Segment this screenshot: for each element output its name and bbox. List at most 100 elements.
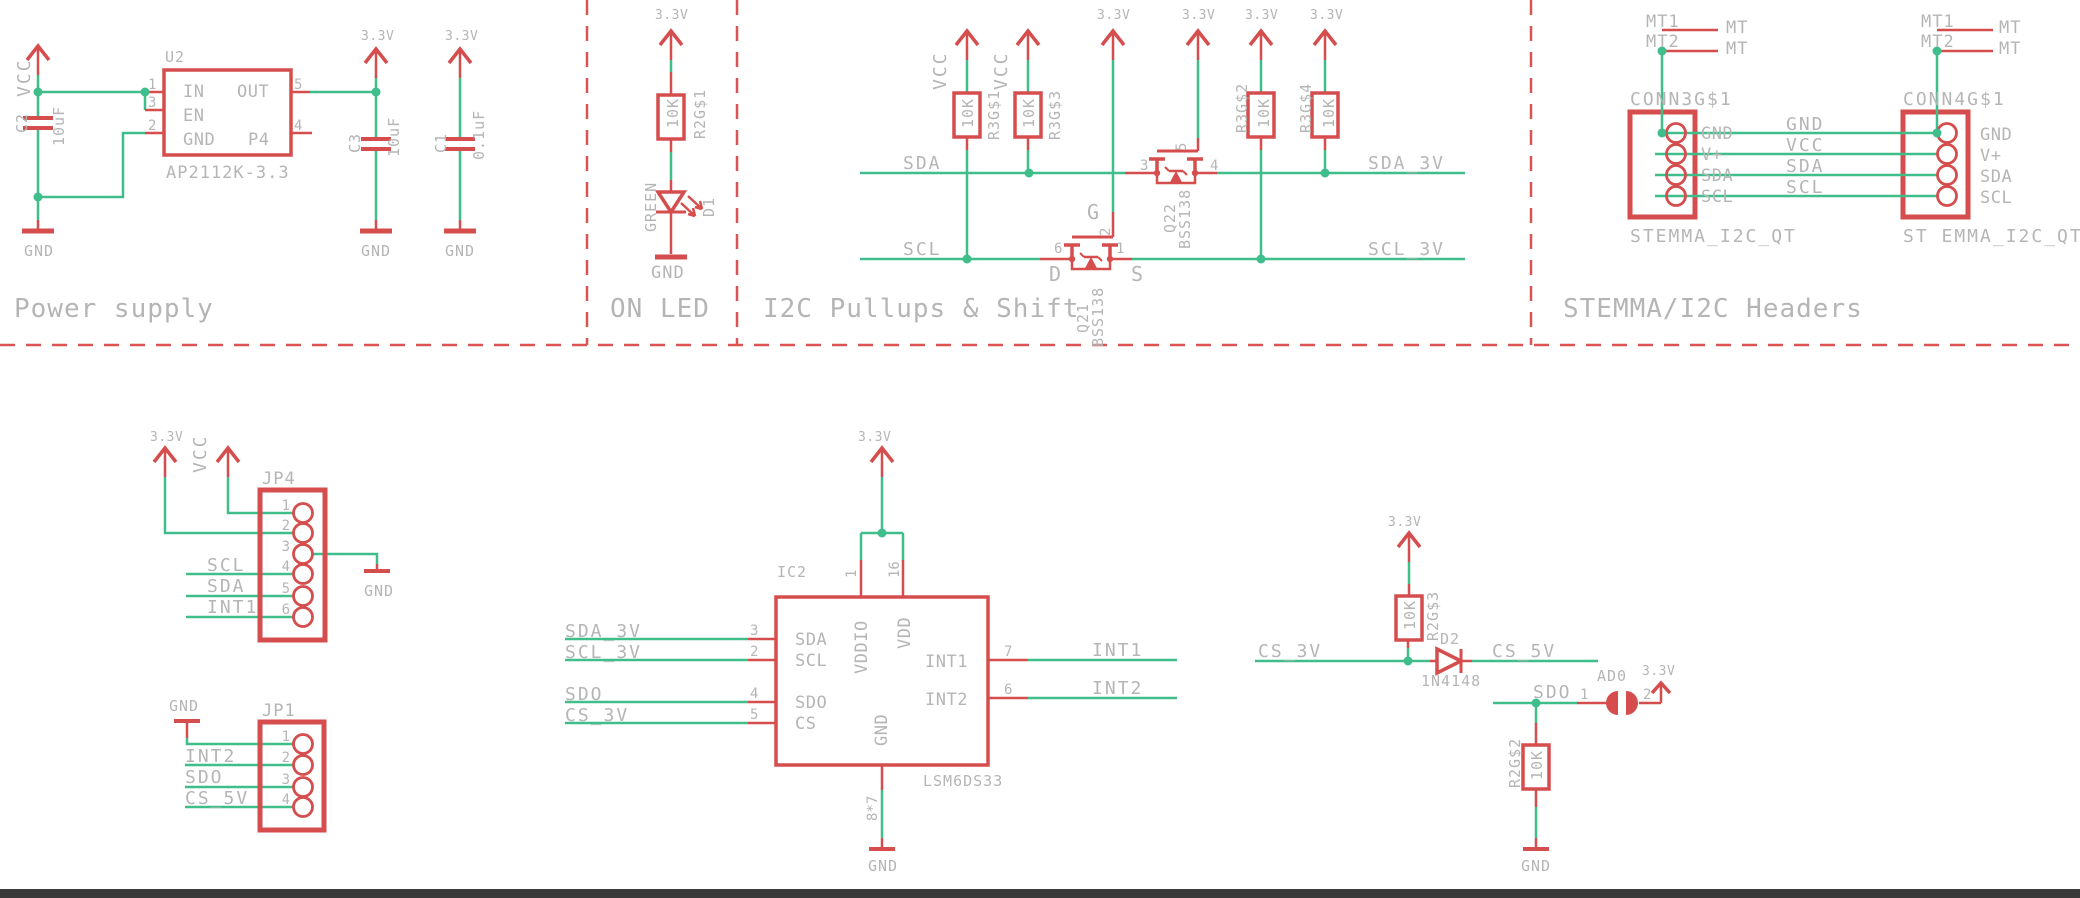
r2g1-designator: R2G$1: [691, 89, 709, 139]
cs-ad0-circuit: [1255, 531, 1672, 851]
conn4-part: ST EMMA_I2C_QT: [1903, 226, 2080, 247]
conn4-mt2-label: MT2: [1921, 32, 1955, 52]
ic2-pin3-number: 3: [750, 623, 758, 639]
net-scl-3v: SCL_3V: [565, 642, 642, 663]
vcc-label: VCC: [190, 434, 211, 473]
r3g1-value: 10K: [959, 98, 977, 128]
d2-part: 1N4148: [1421, 672, 1481, 690]
jp4-pin6-number: 6: [282, 602, 290, 618]
ic2-pin6-number: 6: [1004, 682, 1012, 698]
jp4-pin4-number: 4: [282, 559, 290, 575]
q21-part: BSS138: [1089, 287, 1107, 347]
power-nets[interactable]: [36, 75, 462, 230]
power-supply-section: [22, 44, 476, 231]
ic2-pin-cs: CS: [795, 714, 816, 734]
q22-designator: Q22: [1161, 203, 1179, 233]
r3g3-value: 10K: [1020, 98, 1038, 128]
v33-label-1: 3.3V: [361, 29, 394, 44]
net-sdo: SDO: [185, 767, 224, 788]
jp4-nets[interactable]: [163, 477, 379, 619]
u2-pin-out: OUT: [237, 82, 269, 102]
jp1-connector-body[interactable]: [257, 719, 327, 833]
net-scl-3v: SCL_3V: [1368, 239, 1445, 260]
net-int1: INT1: [1092, 640, 1143, 661]
q21-source-label: S: [1131, 262, 1143, 286]
jp1-nets[interactable]: [185, 721, 294, 809]
conn3-mt1-pin: MT: [1726, 18, 1748, 38]
conn3-designator: CONN3G$1: [1630, 89, 1733, 110]
vcc-net-label: VCC: [14, 58, 35, 97]
r2g2-value: 10K: [1528, 750, 1546, 780]
net-cs-3v: CS_3V: [565, 705, 629, 726]
i2c-nets[interactable]: [860, 60, 1465, 261]
gnd-label-top: GND: [169, 697, 199, 715]
jp1-pin3-number: 3: [282, 772, 290, 788]
connector-conn4[interactable]: [1900, 28, 1993, 220]
r3g4-designator: R3G$4: [1297, 83, 1315, 133]
ic2-body[interactable]: [774, 595, 990, 767]
net-gnd: GND: [1786, 114, 1825, 135]
section-title-onled: ON LED: [610, 294, 710, 324]
c3-designator: C3: [346, 133, 364, 153]
net-sdo: SDO: [1533, 682, 1572, 703]
solder-jumper-ad0[interactable]: [1606, 691, 1638, 715]
v33-label-ad0: 3.3V: [1642, 664, 1675, 679]
q21-drain-label: D: [1049, 262, 1061, 286]
conn4-mt1-label: MT1: [1921, 12, 1955, 32]
jp1-pin2-number: 2: [282, 750, 290, 766]
diode-d2[interactable]: [1435, 646, 1465, 676]
u2-pin3-number: 3: [148, 95, 156, 111]
jp4-pin2-number: 2: [282, 518, 290, 534]
gnd-label-c3: GND: [361, 242, 391, 260]
jp4-connector-body[interactable]: [257, 487, 328, 643]
jp1-designator: JP1: [262, 701, 296, 721]
jp1-pin4-number: 4: [282, 792, 290, 808]
stemma-headers-section: [1627, 28, 1993, 220]
ic2-pin2-number: 2: [750, 644, 758, 660]
junction-dot: [962, 254, 972, 264]
q21-pin6-number: 6: [1054, 241, 1062, 257]
r3g3-designator: R3G$3: [1046, 90, 1064, 140]
section-title-stemma: STEMMA/I2C Headers: [1563, 294, 1863, 324]
jp4-designator: JP4: [262, 469, 296, 489]
stemma-nets[interactable]: [1655, 51, 1939, 198]
regulator-u2[interactable]: [145, 68, 312, 157]
jp1-header: [172, 719, 327, 833]
junction-dot: [1320, 168, 1330, 178]
v33-label-2: 3.3V: [1182, 8, 1215, 23]
vcc-label-2: VCC: [991, 51, 1012, 90]
window-edge-bar: [0, 889, 2080, 898]
ic2-pin-sdo: SDO: [795, 693, 827, 713]
conn4-pin-sda: SDA: [1980, 167, 2012, 187]
ic2-pin-vdd: VDD: [895, 617, 915, 649]
v33-label-3: 3.3V: [1245, 8, 1278, 23]
junction-dot: [1256, 254, 1266, 264]
ad0-pin2-number: 2: [1643, 687, 1651, 703]
junction-dot: [33, 192, 43, 202]
jp4-pin5-number: 5: [282, 581, 290, 597]
conn4-pin-gnd: GND: [1980, 125, 2012, 145]
junction-dot: [877, 528, 887, 538]
q21-pin1-number: 1: [1116, 241, 1124, 257]
u2-part-name: AP2112K-3.3: [166, 163, 290, 183]
gnd-label: GND: [364, 582, 394, 600]
d1-designator: D1: [700, 197, 718, 217]
net-scl: SCL: [207, 555, 246, 576]
net-int1: INT1: [207, 597, 258, 618]
u2-pin-gnd: GND: [183, 130, 215, 150]
led-d1[interactable]: [654, 190, 704, 218]
cs-nets[interactable]: [1255, 562, 1672, 847]
ic2-designator: IC2: [777, 563, 807, 581]
u2-pin-p4: P4: [248, 130, 269, 150]
net-sda: SDA: [903, 153, 942, 174]
d2-designator: D2: [1440, 630, 1460, 648]
v33-label-1: 3.3V: [1097, 8, 1130, 23]
conn4-pin-vplus: V+: [1980, 146, 2001, 166]
v33-label-r2g3: 3.3V: [1388, 515, 1421, 530]
jp1-pin1-number: 1: [282, 729, 290, 745]
junction-dot: [1403, 656, 1413, 666]
r3g1-designator: R3G$1: [985, 90, 1003, 140]
conn3-pin-vplus: V+: [1701, 145, 1722, 165]
r2g2-designator: R2G$2: [1506, 738, 1524, 788]
net-sda: SDA: [207, 576, 246, 597]
